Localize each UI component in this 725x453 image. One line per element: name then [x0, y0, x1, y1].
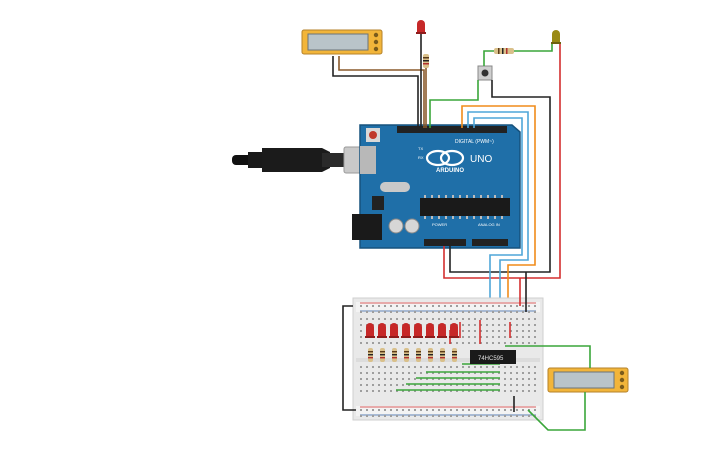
- usb-cable: [232, 146, 375, 174]
- lcd-display-bottom[interactable]: [547, 367, 629, 393]
- rx-label: RX: [418, 155, 424, 160]
- resistor-top[interactable]: [423, 54, 429, 68]
- analog-header: [472, 239, 508, 246]
- model-label: UNO: [470, 154, 492, 165]
- crystal: [380, 182, 410, 192]
- tx-label: TX: [418, 146, 423, 151]
- usb-jack: [360, 146, 376, 174]
- breadboard-resistor[interactable]: [368, 348, 373, 362]
- breadboard-resistor[interactable]: [428, 348, 433, 362]
- digital-header: [397, 126, 507, 133]
- atmega-chip: [420, 198, 510, 216]
- breadboard-led[interactable]: [413, 323, 423, 338]
- reset-button[interactable]: [366, 128, 380, 142]
- arduino-uno-board[interactable]: DIGITAL (PWM~) ARDUINO UNO TX RX POWER A…: [352, 124, 521, 249]
- breadboard-resistors: [368, 348, 457, 362]
- breadboard-leds: [365, 323, 459, 338]
- lcd-display-top[interactable]: [301, 29, 383, 55]
- breadboard-led[interactable]: [437, 323, 447, 338]
- breadboard-led[interactable]: [365, 323, 375, 338]
- breadboard-led[interactable]: [389, 323, 399, 338]
- breadboard-resistor[interactable]: [416, 348, 421, 362]
- digital-label: DIGITAL (PWM~): [455, 139, 494, 145]
- power-jack: [352, 214, 382, 240]
- breadboard-led[interactable]: [449, 323, 459, 338]
- yellow-led-top[interactable]: [551, 30, 561, 44]
- brand-label: ARDUINO: [436, 168, 464, 174]
- red-led-top[interactable]: [416, 20, 426, 34]
- pushbutton[interactable]: [477, 65, 493, 81]
- breadboard-resistor[interactable]: [380, 348, 385, 362]
- breadboard-led[interactable]: [425, 323, 435, 338]
- arduino-logo: [425, 149, 465, 167]
- analog-label: ANALOG IN: [478, 222, 500, 227]
- breadboard-resistor[interactable]: [440, 348, 445, 362]
- shift-register-chip[interactable]: 74HC595: [470, 350, 516, 364]
- breadboard-led[interactable]: [401, 323, 411, 338]
- power-label: POWER: [432, 222, 447, 227]
- power-header: [424, 239, 466, 246]
- breadboard-led[interactable]: [377, 323, 387, 338]
- breadboard-resistor[interactable]: [452, 348, 457, 362]
- wires-top: [332, 34, 561, 330]
- resistor-horizontal[interactable]: [494, 48, 514, 54]
- breadboard-resistor[interactable]: [404, 348, 409, 362]
- shift-register-label: 74HC595: [478, 356, 504, 362]
- breadboard-resistor[interactable]: [392, 348, 397, 362]
